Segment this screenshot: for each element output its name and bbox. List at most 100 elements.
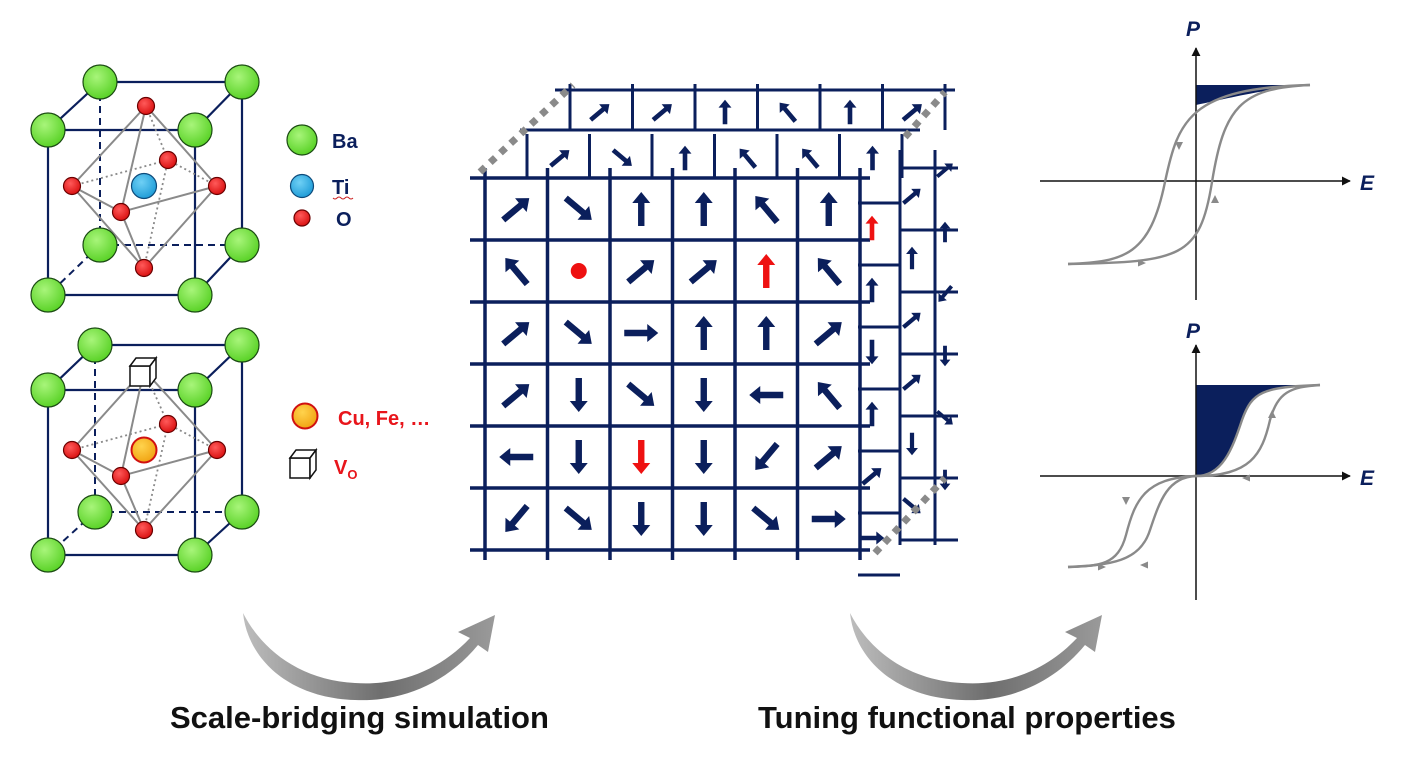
dipole-arrow [935, 163, 953, 179]
curved-arrow-left [243, 613, 495, 701]
loop-direction-marker [1122, 497, 1130, 505]
dipole-arrow [813, 322, 842, 347]
dipole-arrow [688, 260, 717, 285]
dipole-arrow [755, 441, 780, 471]
o-atom [134, 520, 154, 540]
dipole-arrow [751, 505, 780, 530]
dipole-arrow [901, 104, 922, 122]
loop-direction-marker [1242, 474, 1250, 482]
energy-area-fill [1196, 85, 1310, 105]
ti-legend-icon [289, 173, 315, 199]
continuation-dots [872, 475, 948, 556]
ba-atom [177, 112, 213, 148]
dipole-arrow [626, 260, 655, 285]
loop-branch-upper-a [1195, 383, 1321, 478]
ba-legend-icon [286, 124, 318, 156]
dipole-arrow [779, 102, 798, 123]
dipole-arrow [755, 195, 780, 225]
ba-atom [30, 372, 66, 408]
loop-direction-marker [1138, 259, 1146, 267]
ba-atom [224, 327, 260, 363]
loop-branch-lower-b [1067, 474, 1197, 569]
dipole-arrow [499, 448, 534, 466]
unit-cell-pure [30, 64, 260, 313]
dipole-arrow [694, 316, 713, 350]
dipole-arrow [501, 198, 530, 223]
dipole-arrow [935, 409, 953, 425]
dipole-arrow [718, 99, 732, 125]
dipole-arrow [865, 339, 879, 365]
dipole-arrow [626, 381, 655, 406]
dopant-label: Cu, Fe, … [338, 408, 430, 430]
dipole-arrow [906, 246, 918, 270]
dipole-arrow [802, 148, 820, 169]
dipole-arrow [651, 104, 672, 122]
energy-area-fill [1196, 385, 1320, 476]
caption-tuning-properties: Tuning functional properties [758, 700, 1176, 735]
ba-atom [82, 227, 118, 263]
loop-direction-marker [1268, 410, 1276, 418]
dipole-arrow-defect [632, 440, 651, 474]
ti-label: Ti [332, 177, 349, 199]
curved-arrow-shape [850, 613, 1102, 701]
dipole-arrow [939, 221, 951, 243]
dipole-arrow [694, 192, 713, 226]
dopant-legend-icon [291, 402, 319, 430]
dipole-arrow [866, 145, 879, 171]
ti-atom [130, 172, 158, 200]
ba-atom [224, 227, 260, 263]
ba-atom [224, 494, 260, 530]
dipole-arrow [569, 440, 588, 474]
ba-atom [177, 372, 213, 408]
dipole-arrow [694, 440, 713, 474]
dipole-arrow [505, 503, 530, 533]
ba-atom [30, 537, 66, 573]
dipole-arrow [501, 384, 530, 409]
ba-atom [30, 277, 66, 313]
dipole-arrow [757, 316, 776, 350]
o-atom [62, 176, 82, 196]
loop-branch-descending [1067, 83, 1311, 266]
dipole-arrow [505, 257, 530, 287]
dipole-arrow [632, 192, 651, 226]
dipole-arrow [749, 386, 784, 404]
loop-direction-marker [1175, 142, 1183, 150]
defect-dot [570, 263, 587, 279]
dipole-arrow [739, 148, 758, 169]
dipole-arrow [906, 432, 918, 456]
o-atom [207, 440, 227, 460]
dipole-arrow [678, 145, 692, 171]
dipole-arrow [817, 257, 843, 287]
spellcheck-underline [332, 196, 354, 200]
dipole-arrow [589, 104, 610, 122]
ba-atom [177, 537, 213, 573]
oxygen-vacancy-cube [128, 355, 158, 389]
dipole-arrow [865, 401, 879, 427]
dipole-arrow [569, 378, 588, 412]
ba-atom [177, 277, 213, 313]
p-axis-label: P [1186, 18, 1201, 41]
hysteresis-loop-doped: P E [1040, 320, 1375, 600]
curved-arrow-shape [243, 613, 495, 701]
ba-atom [30, 112, 66, 148]
loop-branch-ascending [1067, 83, 1311, 266]
o-label: O [336, 209, 352, 231]
dipole-arrow [813, 446, 842, 471]
o-atom [111, 202, 131, 222]
e-axis-label: E [1360, 172, 1375, 195]
dipole-arrow [563, 505, 592, 530]
o-atom [158, 150, 178, 170]
loop-direction-marker [1098, 563, 1106, 571]
dipole-arrow-defect [757, 254, 776, 288]
dipole-arrow-defect [865, 215, 879, 241]
dipole-arrow [632, 502, 651, 536]
loop-direction-marker [1140, 561, 1148, 569]
ba-atom [224, 64, 260, 100]
dipole-arrow [611, 148, 632, 166]
ba-atom [77, 327, 113, 363]
dipole-arrow [549, 150, 570, 168]
dipole-arrow [501, 322, 530, 347]
dipole-arrow [563, 195, 592, 220]
dipole-arrow [563, 319, 592, 344]
